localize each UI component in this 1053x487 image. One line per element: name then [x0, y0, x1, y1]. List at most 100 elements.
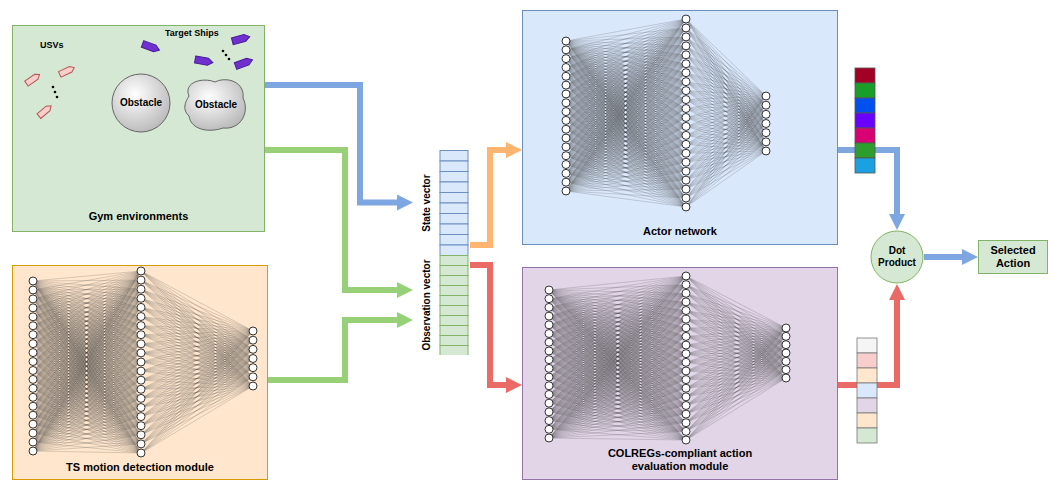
neural-network — [523, 11, 839, 246]
neuron — [562, 125, 570, 133]
neural-network — [13, 266, 269, 481]
bar-cell — [857, 428, 877, 443]
neuron — [29, 349, 37, 357]
weight-line — [141, 326, 253, 359]
weight-line — [549, 293, 686, 438]
weight-line — [33, 408, 141, 452]
weight-line — [141, 271, 253, 340]
weight-line — [33, 271, 141, 442]
weight-line — [549, 397, 686, 438]
weight-line — [566, 19, 686, 182]
weight-line — [33, 326, 141, 451]
weight-line — [686, 64, 766, 96]
network-weights — [33, 271, 253, 453]
flow-arrow — [838, 150, 897, 221]
neuron — [682, 185, 690, 193]
vector-cell — [440, 203, 468, 214]
weight-line — [686, 46, 766, 96]
weight-line — [686, 345, 786, 440]
weight-line — [566, 64, 686, 191]
vector-cell — [440, 346, 468, 356]
weight-line — [33, 317, 141, 426]
neuron — [682, 203, 690, 211]
weight-line — [566, 28, 686, 191]
target-ship — [234, 57, 253, 70]
vector-cell — [440, 266, 468, 276]
usv-ships — [25, 65, 76, 119]
neuron — [249, 373, 257, 381]
weight-line — [686, 91, 766, 96]
neuron — [682, 281, 690, 289]
weight-line — [33, 326, 141, 435]
weight-line — [566, 117, 686, 191]
neuron — [545, 417, 553, 425]
weight-line — [686, 73, 766, 151]
module-box: TS motion detection module — [12, 265, 268, 480]
neuron — [562, 152, 570, 160]
neuron — [782, 357, 790, 365]
weight-line — [686, 311, 786, 337]
neuron — [545, 373, 553, 381]
weight-line — [33, 335, 141, 444]
neuron — [682, 350, 690, 358]
weight-line — [33, 398, 141, 451]
weight-line — [566, 109, 686, 191]
target-ship — [195, 56, 214, 66]
neuron — [137, 313, 145, 321]
neuron — [562, 99, 570, 107]
weight-line — [549, 276, 686, 386]
usv-ship — [37, 104, 53, 119]
node-label: COLREGs-compliant action evaluation modu… — [600, 447, 760, 473]
neuron — [682, 78, 690, 86]
neuron — [545, 295, 553, 303]
weight-line — [33, 326, 141, 453]
weight-line — [686, 96, 766, 117]
bar-cell — [855, 98, 875, 113]
neuron — [682, 324, 690, 332]
node-label: Dot Product — [874, 245, 920, 269]
weight-line — [141, 289, 253, 340]
neuron — [682, 332, 690, 340]
weight-line — [141, 280, 253, 331]
weight-line — [549, 276, 686, 403]
neuron — [29, 340, 37, 348]
vector-cell — [440, 256, 468, 266]
weight-line — [686, 82, 766, 96]
weight-line — [33, 435, 141, 451]
weight-line — [686, 336, 786, 440]
weight-line — [686, 28, 766, 114]
weight-line — [141, 340, 253, 453]
dot — [54, 91, 57, 94]
neuron — [137, 294, 145, 302]
neuron — [562, 90, 570, 98]
neuron — [682, 51, 690, 59]
neuron — [29, 304, 37, 312]
bar-cell — [855, 113, 875, 128]
vector-cell — [440, 336, 468, 346]
neuron — [137, 285, 145, 293]
neuron — [562, 81, 570, 89]
neuron — [682, 289, 690, 297]
neuron — [137, 413, 145, 421]
vector-cell — [440, 235, 468, 246]
neuron — [562, 72, 570, 80]
node-label: Gym environments — [89, 210, 189, 223]
weight-line — [566, 182, 686, 198]
neuron — [682, 410, 690, 418]
neuron — [682, 140, 690, 148]
neuron — [29, 411, 37, 419]
weight-line — [141, 317, 253, 332]
neuron — [545, 425, 553, 433]
bar-cell — [855, 158, 875, 173]
flow-arrow — [470, 265, 513, 385]
weight-line — [686, 328, 786, 405]
weight-line — [33, 335, 141, 435]
weight-line — [566, 180, 686, 191]
network-neurons — [29, 267, 257, 457]
illustration-label: Target Ships — [165, 29, 219, 39]
vector-cell — [440, 296, 468, 306]
neuron — [545, 364, 553, 372]
node-label: Actor network — [643, 225, 717, 238]
neuron — [682, 15, 690, 23]
neuron — [29, 375, 37, 383]
